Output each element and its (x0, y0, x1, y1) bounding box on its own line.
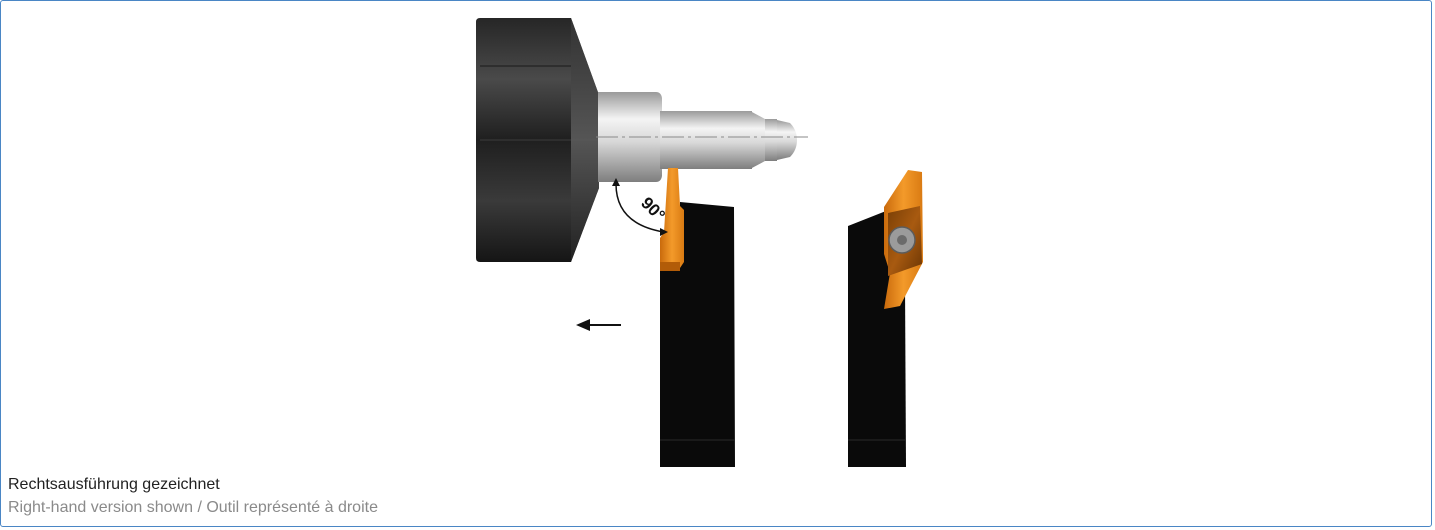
chuck (476, 18, 599, 262)
machining-diagram: 90° (476, 18, 923, 467)
parting-tool-front-view (848, 170, 923, 467)
angle-indicator: 90° (612, 178, 669, 236)
caption-sub: Right-hand version shown / Outil représe… (8, 499, 378, 516)
parting-tool-side-view (660, 168, 735, 467)
angle-label: 90° (637, 193, 669, 225)
workpiece (596, 92, 808, 182)
feed-direction-arrow (576, 319, 621, 331)
caption-main: Rechtsausführung gezeichnet (8, 476, 220, 493)
